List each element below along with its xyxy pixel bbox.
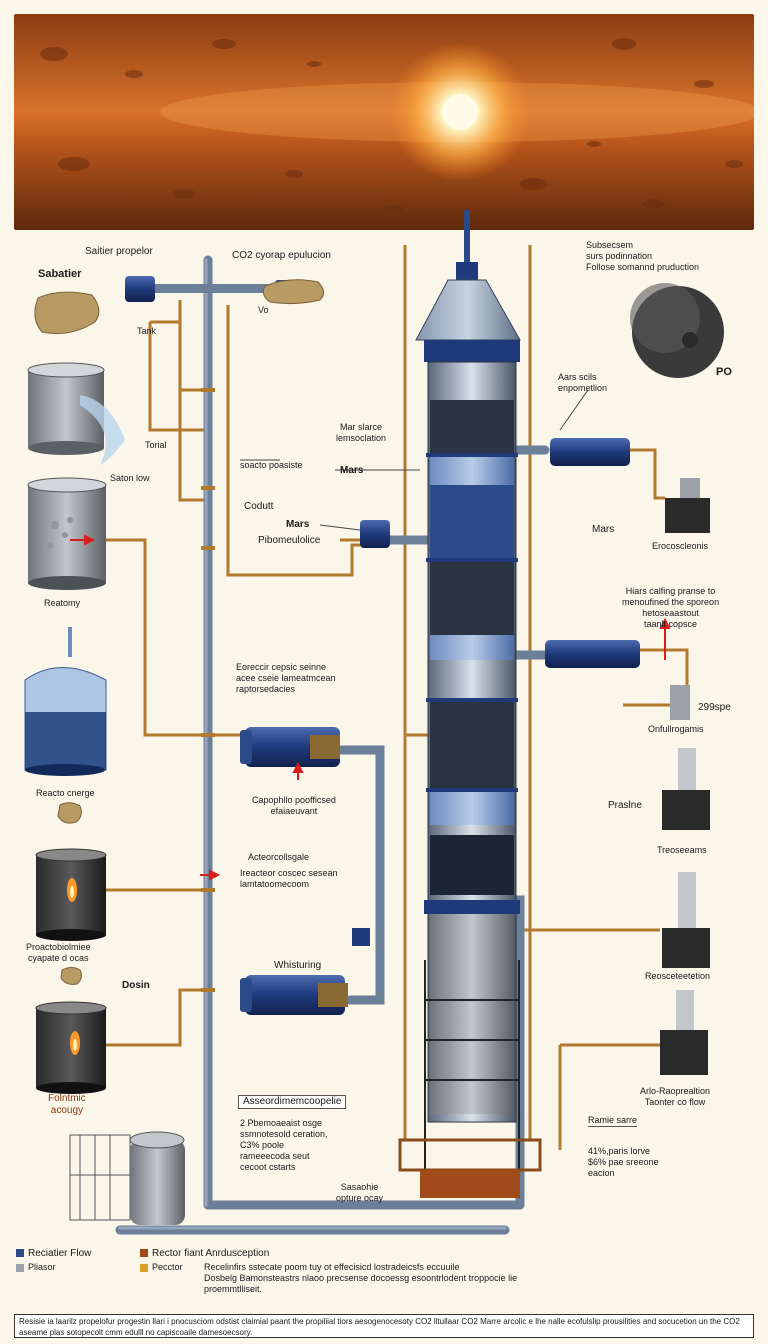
legend-swatch-4 (140, 1263, 148, 1272)
footer-caption: Resisie ia laarilz propelofur progestin … (14, 1314, 754, 1338)
label-erocoscleds: Erocoscleonis (652, 541, 709, 551)
label-onfull: Onfullrogamis (648, 724, 704, 734)
label-299: 299spe (698, 702, 731, 713)
label-reacto-cnerge: Reacto cnerge (36, 788, 95, 798)
legend-text-3: Rector fiant Anrdusception (152, 1248, 270, 1259)
label-sabatier: Sabatier (38, 268, 82, 280)
mars-horizon-image (14, 14, 754, 230)
label-mars-right: Mars (592, 524, 615, 535)
label-codutt: Codutt (244, 501, 274, 512)
label-acteorn: Acteorcollsgale (248, 852, 310, 862)
legend-swatch-3 (140, 1249, 148, 1258)
legend-item-3: Rector fiant Anrdusception (140, 1248, 269, 1259)
label-aars-cells: Aars scils enpometlion (558, 372, 608, 393)
label-ireactor: Ireacteor coscec sesean lamtatoomecoom (240, 868, 338, 889)
label-ramie-list: 41%,paris lorve $6% pae sreeone eacion (588, 1146, 659, 1178)
label-praslne: Praslne (608, 800, 642, 811)
label-eoreccir: Eoreccir cepsic seinne acee cseie lameat… (236, 662, 336, 694)
label-po: PO (716, 366, 732, 378)
label-subsystem: Subsecsem surs podinnation Follose soman… (586, 240, 700, 272)
label-seacto-prescare: soacto poasiste (240, 460, 303, 470)
legend-text-1: Reciatier Flow (28, 1248, 92, 1259)
label-mars-center: Mars (340, 465, 364, 476)
label-vo: Vo (258, 305, 269, 315)
legend-text-2: Pliasor (28, 1262, 56, 1272)
label-asserdim: Asseordimemcoopelie (238, 1095, 347, 1109)
label-co2-capture: CO2 cyorap epulucion (232, 250, 331, 261)
label-tank: Tank (137, 326, 157, 336)
legend-item-4: Pecctor (140, 1262, 183, 1272)
legend-item-2: Pliasor (16, 1262, 56, 1272)
label-sabatier-propelor: Saitier propelor (85, 246, 153, 257)
legend-description: Recelinfirs sstecate poom tuy ot effecis… (204, 1262, 518, 1294)
legend-text-4: Pecctor (152, 1262, 183, 1272)
label-folntmic: Folntmic acougy (48, 1093, 86, 1116)
legend-item-1: Reciatier Flow (16, 1248, 91, 1259)
label-mar-starce: Mar slarce lemsoclation (336, 422, 387, 443)
label-whistring: Whisturing (274, 960, 322, 971)
label-hiars-calfing: Hiars calfing pranse to menoufined the s… (622, 586, 720, 629)
label-arloc: Arlo-Raoprealtion Taonter co flow (640, 1086, 711, 1107)
label-torial: Torial (145, 440, 167, 450)
label-rescoetetation: Reosceteetetion (645, 971, 711, 981)
label-reatomy: Reatomy (44, 598, 81, 608)
label-a-list: 2 Pbemoaeaist osge ssmnotesold ceration,… (240, 1118, 328, 1172)
legend-swatch-2 (16, 1263, 24, 1272)
legend-swatch-1 (16, 1249, 24, 1258)
label-proacto: Proactobiolmiee cyapate d ocas (26, 942, 91, 963)
label-mars-left: Mars (286, 519, 310, 530)
legend: Reciatier Flow Pliasor Rector fiant Anrd… (14, 1248, 754, 1308)
label-saton-low: Saton low (110, 473, 150, 483)
label-ramie-sarre: Ramie sarre (588, 1115, 638, 1127)
label-treoseeams: Treoseeams (657, 845, 707, 855)
label-dosin: Dosin (122, 980, 150, 991)
label-pibomeulolice: Pibomeulolice (258, 535, 321, 546)
label-capophe: Capophllo poofficsed efaiaeuvant (252, 795, 336, 816)
label-sasaohie: Sasaohie opture ocay (336, 1182, 384, 1203)
